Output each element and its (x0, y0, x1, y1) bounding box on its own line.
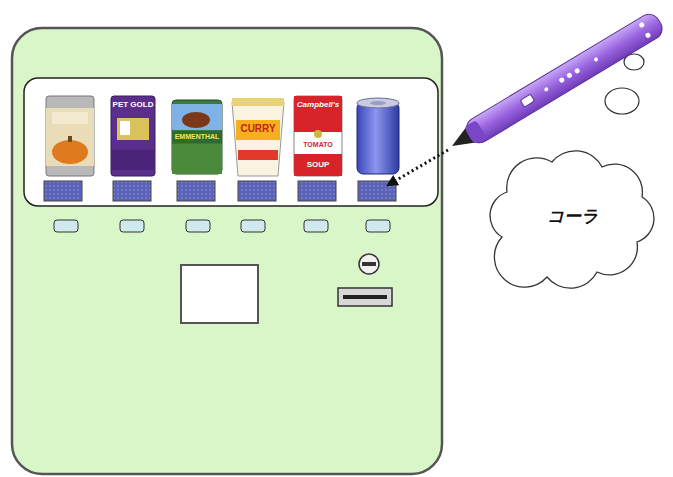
touch-pen (445, 10, 666, 157)
product-label: TOMATO (303, 141, 333, 148)
soup-can (294, 96, 342, 176)
pet-food-can (111, 96, 155, 176)
thought-bubble (605, 88, 639, 114)
cloud-shape (490, 151, 654, 288)
pumpkin-can (46, 96, 94, 176)
dispense-slot (181, 265, 258, 323)
selection-buttons (44, 181, 396, 201)
indicator-lamps (54, 220, 390, 232)
product-label: CURRY (240, 124, 275, 134)
product-label: Campbell's (297, 101, 339, 109)
cola-can (357, 98, 399, 174)
coin-slot (338, 254, 392, 306)
display-window (24, 78, 438, 206)
product-label: EMMENTHAL (175, 133, 220, 140)
pointer-arrow (388, 150, 448, 185)
machine-body (12, 28, 442, 474)
product-label: PET GOLD (113, 101, 154, 109)
cheese-can (172, 100, 222, 174)
product-label: SOUP (307, 161, 330, 169)
thought-cloud: コーラ (472, 142, 658, 290)
thought-text: コーラ (547, 205, 598, 228)
curry-cup (232, 98, 284, 176)
